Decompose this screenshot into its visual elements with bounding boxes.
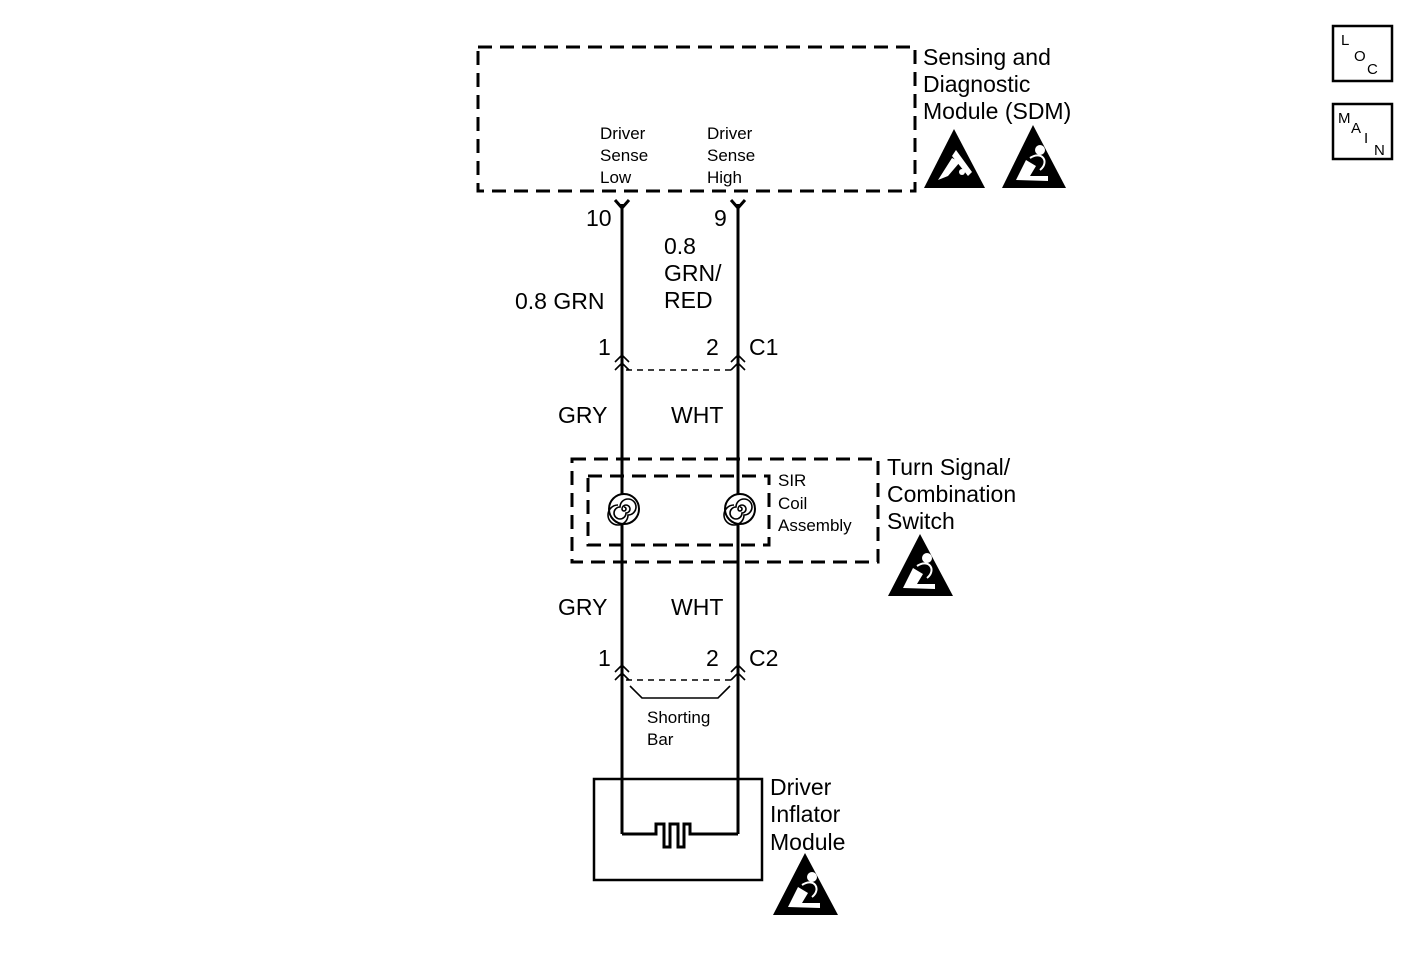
wire-low-upper-label: 0.8 GRN (515, 288, 604, 314)
c1-name: C1 (749, 334, 778, 360)
sdm-title-line-3: Module (SDM) (923, 98, 1071, 124)
wire-low-lower-label: GRY (558, 594, 607, 620)
pin-high-label-1: Driver (707, 124, 753, 143)
sdm-pin-number-high: 9 (714, 205, 727, 231)
main-letter-n: N (1374, 142, 1385, 159)
wire-high-upper-label-3: RED (664, 287, 713, 313)
airbag-warning-icon-inflator (773, 853, 838, 915)
pin-low-label-3: Low (600, 168, 632, 187)
pin-low-label-1: Driver (600, 124, 646, 143)
pin-high-label-3: High (707, 168, 742, 187)
wire-high-upper-label-1: 0.8 (664, 233, 696, 259)
inflator-squib (622, 822, 738, 849)
sdm-title-line-2: Diagnostic (923, 71, 1030, 97)
main-button[interactable]: M A I N (1331, 102, 1394, 161)
connector-c2 (614, 663, 746, 681)
inflator-module-box (592, 777, 764, 882)
c2-pin-left: 1 (598, 645, 611, 671)
inflator-title-2: Inflator (770, 801, 841, 827)
c2-name: C2 (749, 645, 778, 671)
loc-letter-c: C (1367, 61, 1378, 78)
wire-low-mid-label: GRY (558, 402, 607, 428)
airbag-warning-icon-switch (888, 534, 953, 596)
airbag-warning-icon (1002, 125, 1066, 188)
loc-letter-o: O (1354, 48, 1366, 65)
esd-warning-icon (924, 129, 985, 188)
inflator-title-3: Module (770, 829, 845, 855)
c2-pin-right: 2 (706, 645, 719, 671)
wire-high-upper-label-2: GRN/ (664, 260, 722, 286)
c1-pin-left: 1 (598, 334, 611, 360)
wire-high-mid-label: WHT (671, 402, 723, 428)
coil-label-2: Coil (778, 494, 807, 513)
wire-high-lower-label: WHT (671, 594, 723, 620)
turn-signal-title-1: Turn Signal/ (887, 454, 1011, 480)
connector-c1 (614, 353, 746, 371)
sir-coil-box (586, 474, 771, 547)
turn-signal-switch-box (570, 457, 880, 564)
loc-letter-l: L (1341, 32, 1349, 49)
main-letter-i: I (1364, 130, 1368, 147)
pin-low-label-2: Sense (600, 146, 648, 165)
shorting-bar (629, 685, 731, 699)
coil-label-1: SIR (778, 471, 806, 490)
shorting-bar-label-1: Shorting (647, 708, 710, 727)
inflator-title-1: Driver (770, 774, 832, 800)
turn-signal-title-3: Switch (887, 508, 955, 534)
coil-spring-icon-left (607, 493, 640, 526)
coil-label-3: Assembly (778, 516, 852, 535)
pin-high-label-2: Sense (707, 146, 755, 165)
turn-signal-title-2: Combination (887, 481, 1016, 507)
sdm-title-line-1: Sensing and (923, 44, 1051, 70)
main-letter-a: A (1351, 120, 1361, 137)
loc-button[interactable]: L O C (1331, 24, 1394, 83)
shorting-bar-label-2: Bar (647, 730, 674, 749)
coil-spring-icon-right (723, 493, 756, 526)
c1-pin-right: 2 (706, 334, 719, 360)
sdm-pin-number-low: 10 (586, 205, 612, 231)
sdm-box (476, 45, 917, 193)
main-letter-m: M (1338, 110, 1351, 127)
